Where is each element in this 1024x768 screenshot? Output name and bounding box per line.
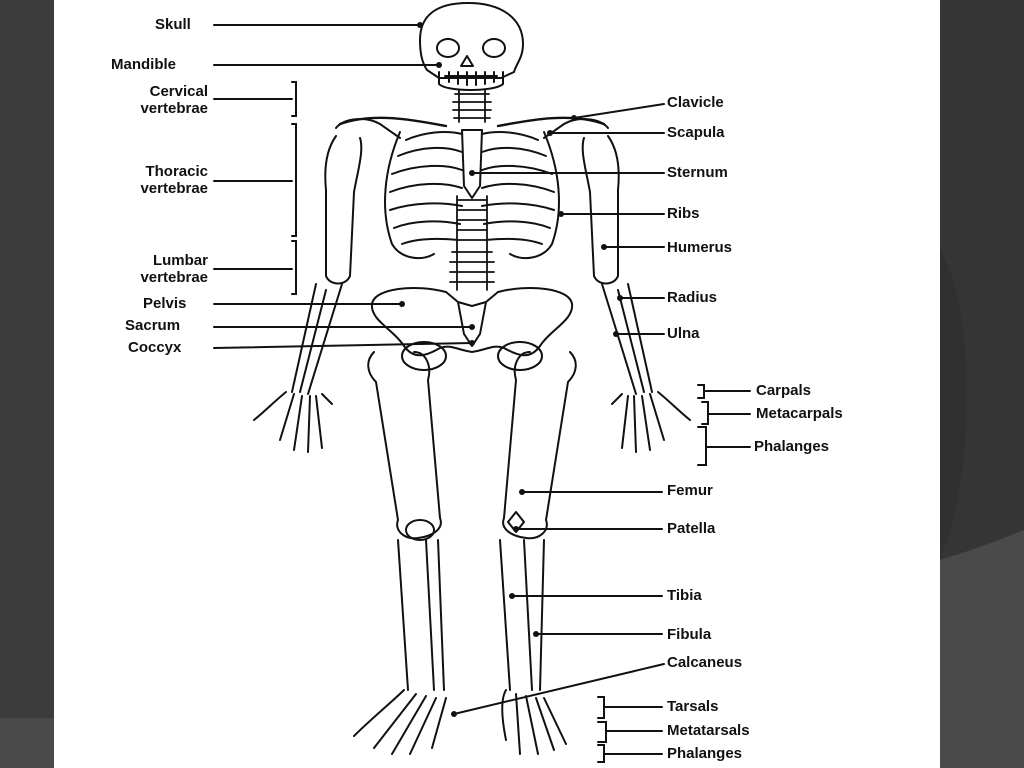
label-lumbar-line2: vertebrae (140, 269, 208, 286)
leader-dots (399, 22, 623, 717)
label-cervical-vertebrae: Cervical vertebrae (104, 83, 208, 117)
label-metatarsals: Metatarsals (667, 722, 750, 739)
bracket-cervical (213, 81, 297, 117)
right-arm-drawing (581, 135, 691, 453)
label-carpals: Carpals (756, 382, 812, 399)
background-left-corner (0, 718, 54, 768)
leader-clavicle (573, 103, 665, 119)
leader-coccyx (213, 342, 473, 349)
ribcage-drawing (384, 129, 560, 260)
skull-drawing (419, 2, 524, 91)
label-clavicle: Clavicle (667, 94, 724, 111)
label-patella: Patella (667, 520, 716, 537)
cervical-spine-drawing (452, 89, 492, 123)
label-tarsals: Tarsals (667, 698, 719, 715)
label-mandible: Mandible (111, 56, 177, 73)
label-pelvis: Pelvis (143, 295, 187, 312)
background-sweep (940, 250, 1024, 768)
label-cervical-line2: vertebrae (140, 100, 208, 117)
label-coccyx: Coccyx (128, 339, 182, 356)
label-phalanges-hand: Phalanges (754, 438, 830, 455)
leader-calcaneus (453, 663, 665, 715)
bracket-metacarpals (701, 401, 751, 425)
slide: Skull Mandible Cervical vertebrae Thorac… (54, 0, 940, 768)
label-sacrum: Sacrum (125, 317, 181, 334)
label-lumbar-vertebrae: Lumbar vertebrae (104, 252, 208, 286)
label-phalanges-foot: Phalanges (667, 745, 743, 762)
label-cervical-line1: Cervical (149, 83, 208, 100)
left-arm-drawing (253, 135, 363, 453)
bracket-tarsals (597, 696, 663, 719)
spine-drawing (449, 195, 495, 291)
label-thoracic-line1: Thoracic (145, 163, 208, 180)
bracket-phalanges-foot (597, 744, 663, 763)
label-ulna: Ulna (667, 325, 700, 342)
label-tibia: Tibia (667, 587, 702, 604)
left-leg-drawing (353, 351, 447, 755)
label-metacarpals: Metacarpals (756, 405, 843, 422)
label-skull: Skull (155, 16, 191, 33)
skeleton-diagram (213, 2, 751, 763)
label-femur: Femur (667, 482, 713, 499)
label-radius: Radius (667, 289, 718, 306)
label-thoracic-vertebrae: Thoracic vertebrae (104, 163, 208, 197)
label-humerus: Humerus (667, 239, 733, 256)
label-calcaneus: Calcaneus (667, 654, 743, 671)
label-scapula: Scapula (667, 124, 725, 141)
right-leg-drawing (499, 351, 577, 755)
bracket-metatarsals (597, 721, 663, 743)
bracket-lumbar (213, 240, 297, 295)
bracket-thoracic (213, 123, 297, 237)
label-fibula: Fibula (667, 626, 712, 643)
label-ribs: Ribs (667, 205, 700, 222)
bracket-carpals (697, 384, 751, 399)
bracket-phalanges-hand (697, 426, 751, 466)
label-sternum: Sternum (667, 164, 728, 181)
label-lumbar-line1: Lumbar (152, 252, 208, 269)
label-thoracic-line2: vertebrae (140, 180, 208, 197)
